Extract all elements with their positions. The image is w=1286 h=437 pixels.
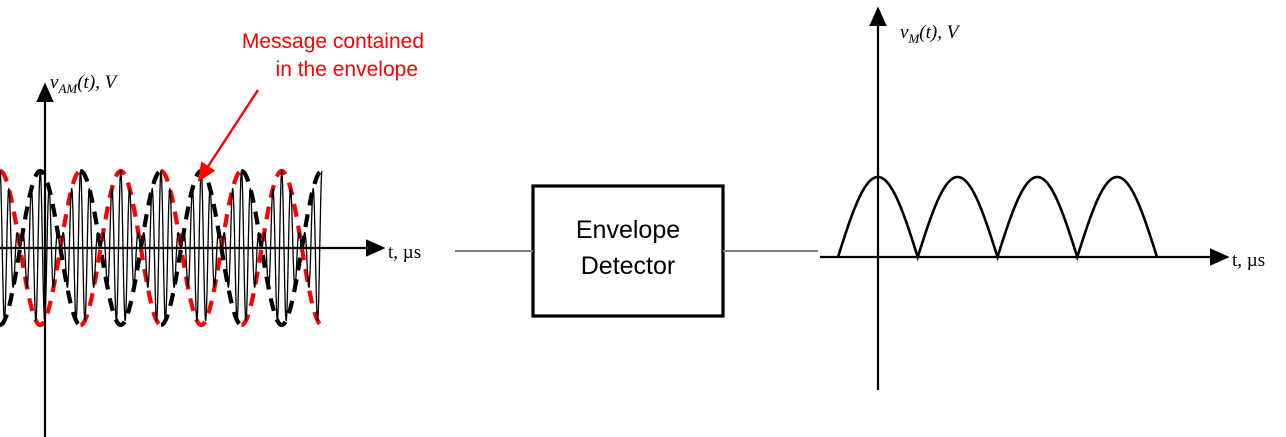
am-envelope-upper-lobe <box>0 168 81 328</box>
output-y-axis-label: vM(t), V <box>900 22 961 46</box>
am-envelope-upper-lobe <box>80 168 162 328</box>
input-y-label-base: v <box>50 72 59 93</box>
input-y-label-subscript: AM <box>57 81 78 96</box>
input-y-label-rest: (t), V <box>77 72 118 93</box>
envelope-detector-box[interactable] <box>531 184 725 318</box>
am-envelope-upper-lobe <box>241 168 323 328</box>
envelope-detector-block-group[interactable]: Envelope Detector <box>531 184 725 318</box>
output-y-label-base: v <box>900 22 909 43</box>
annotation-arrow-icon <box>197 89 260 183</box>
output-y-label-subscript: M <box>907 31 920 46</box>
annotation-line2: in the envelope <box>276 58 418 81</box>
am-envelope-upper-lobe <box>160 168 242 328</box>
input-plot-group <box>0 82 386 437</box>
input-x-axis-label: t, µs <box>388 242 421 263</box>
am-carrier-waveform <box>0 169 323 322</box>
output-x-axis-label: t, µs <box>1232 250 1265 271</box>
annotation-group: Message contained in the envelope <box>197 30 424 183</box>
output-y-label-rest: (t), V <box>919 22 960 43</box>
output-plot-group <box>820 6 1230 390</box>
block-label-line1: Envelope <box>576 216 680 244</box>
annotation-line1: Message contained <box>242 30 424 53</box>
rectified-message-waveform <box>836 175 1159 262</box>
input-y-axis-label: vAM(t), V <box>50 72 119 96</box>
block-label-line2: Detector <box>581 252 675 280</box>
